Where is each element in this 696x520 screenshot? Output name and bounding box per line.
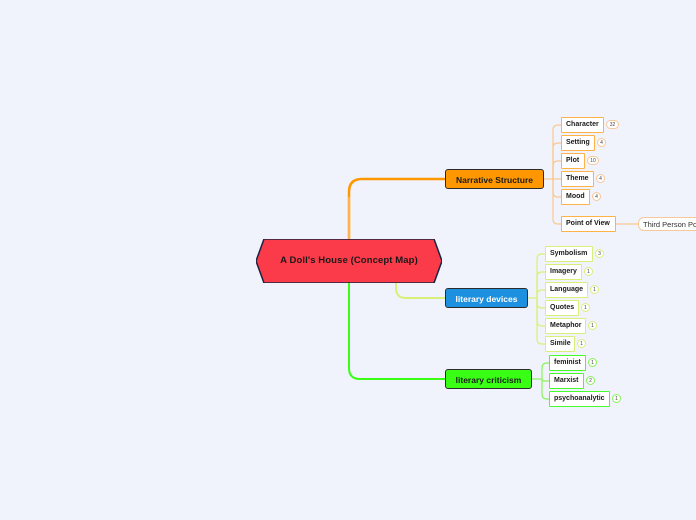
topic-mood[interactable]: Mood [561,189,590,205]
topic-character[interactable]: Character [561,117,604,133]
central-topic[interactable]: A Doll's House (Concept Map) [256,239,442,283]
topic-count-badge: 2 [586,376,595,385]
branch-literary-devices[interactable]: literary devices [445,288,528,308]
topic-symbolism[interactable]: Symbolism [545,246,593,262]
topic-setting[interactable]: Setting [561,135,595,151]
connector-leaf [536,298,545,327]
branch-label: Narrative Structure [455,175,533,185]
topic-label: Character [566,121,599,128]
topic-label: Mood [566,193,585,200]
topic-count-badge: 1 [590,285,599,294]
connector-leaf [536,253,545,298]
connector-leaf [541,362,549,379]
topic-imagery[interactable]: Imagery [545,264,582,280]
topic-label: Simile [550,340,571,347]
connector-leaf [541,379,549,400]
topic-feminist[interactable]: feminist [549,355,586,371]
topic-label: Setting [566,139,590,146]
connector-root-narrative [347,177,445,239]
central-topic-shape [256,239,442,283]
topic-theme[interactable]: Theme [561,171,594,187]
topic-label: Theme [566,175,589,182]
connector-leaf [552,124,561,179]
topic-count-badge: 3 [595,249,604,258]
topic-quotes[interactable]: Quotes [545,300,579,316]
topic-simile[interactable]: Simile [545,336,575,352]
connector-leaf [552,142,561,179]
topic-psychoanalytic[interactable]: psychoanalytic [549,391,610,407]
topic-count-badge: 4 [592,192,601,201]
topic-count-badge: 1 [588,358,597,367]
topic-marxist[interactable]: Marxist [549,373,584,389]
connector-leaf [552,179,561,198]
topic-label: Plot [566,157,580,164]
connector-leaf [536,289,545,298]
topic-count-badge: 1 [577,339,586,348]
connector-leaf [536,271,545,298]
topic-language[interactable]: Language [545,282,588,298]
connector-leaf [536,298,545,345]
topic-count-badge: 10 [587,156,599,165]
subtopic-third-person[interactable]: Third Person Po [638,217,696,231]
central-topic-label: A Doll's House (Concept Map) [280,255,418,266]
topic-count-badge: 1 [584,267,593,276]
topic-label: feminist [554,359,581,366]
topic-label: Language [550,286,584,293]
topic-point-of-view[interactable]: Point of View [561,216,616,232]
branch-label: literary criticism [455,375,522,385]
topic-count-badge: 4 [596,174,605,183]
topic-count-badge: 1 [612,394,621,403]
topic-label: Quotes [550,304,575,311]
topic-count-badge: 32 [606,120,619,129]
topic-count-badge: 1 [588,321,597,330]
connector-leaf [552,160,561,179]
topic-label: Imagery [550,268,577,275]
topic-metaphor[interactable]: Metaphor [545,318,586,334]
branch-literary-criticism[interactable]: literary criticism [445,369,532,389]
topic-plot[interactable]: Plot [561,153,585,169]
connector-leaf [552,179,561,225]
topic-label: Symbolism [550,250,588,257]
connector-leaf [541,378,549,382]
branch-narrative-structure[interactable]: Narrative Structure [445,169,544,189]
connector-root-criticism [348,283,445,380]
connector-root-devices [395,283,445,299]
topic-label: Marxist [554,377,579,384]
topic-label: psychoanalytic [554,395,605,402]
topic-label: Metaphor [550,322,582,329]
topic-count-badge: 1 [581,303,590,312]
branch-label: literary devices [455,294,518,304]
topic-count-badge: 4 [597,138,606,147]
connector-leaf [536,298,545,309]
topic-label: Point of View [566,220,610,227]
